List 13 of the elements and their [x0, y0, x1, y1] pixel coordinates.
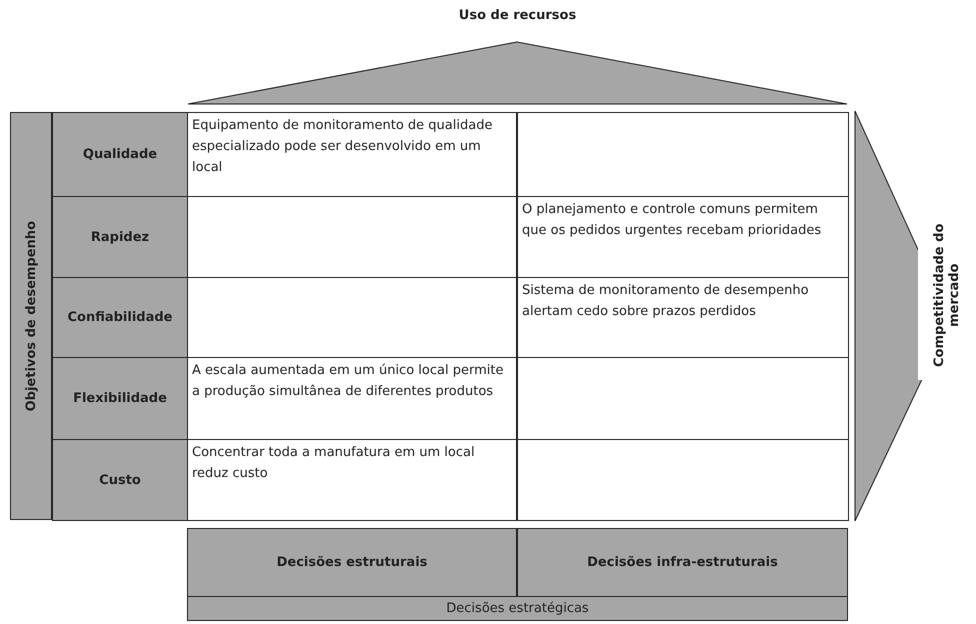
row-header: Rapidez: [52, 196, 188, 278]
roof-heading: Uso de recursos: [458, 8, 578, 23]
row-header: Flexibilidade: [52, 357, 188, 440]
row-header: Custo: [52, 439, 188, 521]
column-header: Decisões infra-estruturais: [517, 528, 848, 597]
row-header: Confiabilidade: [52, 277, 188, 358]
side-band: Objetivos de desempenho: [10, 112, 52, 520]
column-header: Decisões estruturais: [187, 528, 517, 597]
row-header: Qualidade: [52, 112, 188, 197]
matrix-cell: Concentrar toda a manufatura em um local reduz custo: [187, 439, 518, 521]
side-caption: Competitividade do mercado: [932, 222, 962, 369]
footer-band: Decisões estratégicas: [187, 596, 848, 621]
matrix-cell: Equipamento de monitoramento de qualidade especializado pode ser desenvolvido em um local: [187, 112, 518, 197]
